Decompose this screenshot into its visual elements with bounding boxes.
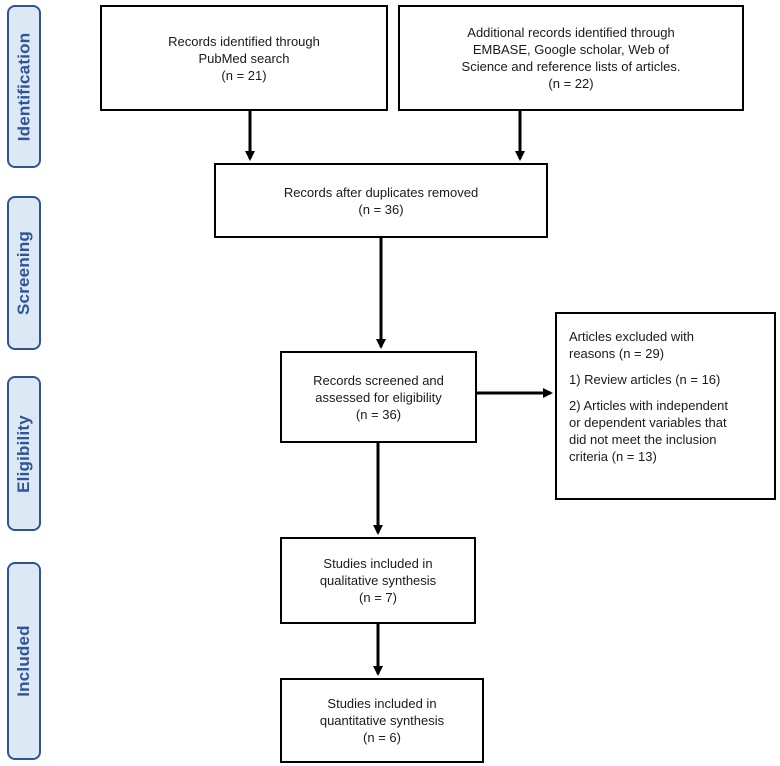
pubmed-count: (n = 21) <box>221 67 267 83</box>
quantitative-line1: Studies included in <box>327 696 437 711</box>
phase-screening: Screening <box>7 196 41 350</box>
box-quantitative-synthesis: Studies included in quantitative synthes… <box>280 678 484 763</box>
screened-count: (n = 36) <box>355 406 402 422</box>
pubmed-line1: Records identified through <box>168 33 320 49</box>
phase-eligibility-label: Eligibility <box>14 414 34 493</box>
box-records-screened: Records screened and assessed for eligib… <box>280 351 477 443</box>
qualitative-line2: qualitative synthesis <box>319 573 437 588</box>
duplicates-count: (n = 36) <box>358 201 404 217</box>
excluded-reason2-line3: did not meet the inclusion <box>569 432 717 447</box>
additional-count: (n = 22) <box>548 76 594 91</box>
additional-line2: EMBASE, Google scholar, Web of <box>472 42 670 57</box>
phase-eligibility: Eligibility <box>7 376 41 531</box>
box-pubmed-records: Records identified through PubMed search… <box>100 5 388 111</box>
excluded-reason2-line4: criteria (n = 13) <box>569 449 657 464</box>
qualitative-count: (n = 7) <box>359 590 397 605</box>
pubmed-line2: PubMed search <box>198 50 290 66</box>
excluded-line2: reasons (n = 29) <box>569 346 665 361</box>
excluded-line1: Articles excluded with <box>569 329 694 344</box>
additional-line3: Science and reference lists of articles. <box>461 59 681 74</box>
phase-identification-label: Identification <box>14 32 34 141</box>
box-articles-excluded: Articles excluded with reasons (n = 29) … <box>555 312 776 500</box>
qualitative-line1: Studies included in <box>323 556 433 571</box>
quantitative-count: (n = 6) <box>363 730 401 745</box>
excluded-reason-1: 1) Review articles (n = 16) <box>569 371 720 388</box>
excluded-reason1-text: 1) Review articles (n = 16) <box>569 372 721 387</box>
excluded-reason2-line2: or dependent variables that <box>569 415 727 430</box>
quantitative-line2: quantitative synthesis <box>319 713 445 728</box>
excluded-reason2-line1: 2) Articles with independent <box>569 398 728 413</box>
screened-line1: Records screened and <box>313 372 444 388</box>
excluded-heading: Articles excluded with reasons (n = 29) <box>569 328 694 362</box>
phase-included: Included <box>7 562 41 760</box>
phase-included-label: Included <box>14 625 33 697</box>
box-duplicates-removed: Records after duplicates removed (n = 36… <box>214 163 548 238</box>
box-additional-records: Additional records identified through EM… <box>398 5 744 111</box>
screened-line2: assessed for eligibility <box>315 389 442 405</box>
excluded-reason-2: 2) Articles with independent or dependen… <box>569 397 728 465</box>
phase-identification: Identification <box>7 5 41 168</box>
box-qualitative-synthesis: Studies included in qualitative synthesi… <box>280 537 476 624</box>
additional-line1: Additional records identified through <box>467 25 675 40</box>
phase-screening-label: Screening <box>14 231 33 315</box>
duplicates-line1: Records after duplicates removed <box>283 184 479 200</box>
